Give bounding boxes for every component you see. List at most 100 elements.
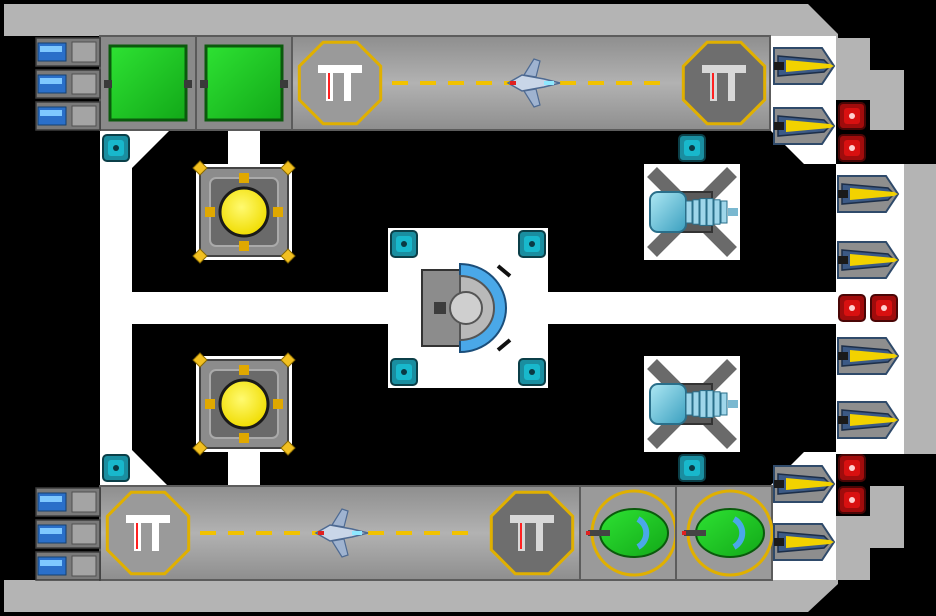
yellow-turret-icon [837,401,900,439]
node-dot [401,241,407,247]
reactor-clamp [239,173,249,183]
green-fighter-icon[interactable] [579,485,678,581]
pad-octagon [105,490,191,576]
command-dome-icon[interactable] [421,262,512,354]
engine-thruster-icon [35,551,101,581]
cannon-coil [720,392,728,416]
pad-pi-icon[interactable] [105,490,191,576]
turret-mount [838,256,848,264]
engine-housing [71,555,97,577]
fighter-gun [684,530,706,536]
pad-octagon [297,40,383,126]
engine-glow [40,496,62,502]
command-hatch [449,291,483,325]
green-fighter-icon[interactable] [675,485,774,581]
shuttle-icon[interactable] [314,508,369,558]
pad-pi-icon[interactable] [489,490,575,576]
stripe-dash [392,81,408,85]
shuttle-cockpit [352,531,362,535]
cargo-hatch [204,44,284,122]
cargo-latch [200,80,208,88]
turret-barrel [850,254,898,266]
shuttle-wing [523,88,541,108]
reactor-clamp [239,433,249,443]
turret-barrel [850,350,898,362]
stripe-dash [424,531,440,535]
engine-housing [71,491,97,513]
cannon-coil [706,390,714,418]
pad-glyph-leg [536,521,543,551]
yellow-turret-icon [773,465,836,503]
cannon-breech [649,383,687,425]
fighter-muzzle [682,531,686,535]
bottom-hangar[interactable] [99,485,774,581]
green-cargo-icon[interactable] [99,35,197,131]
shuttle-light [318,531,324,535]
turret-mount [838,352,848,360]
turret-barrel [786,60,834,72]
link-top [228,130,260,170]
stripe-dash [644,81,660,85]
reactor-clamp [205,207,215,217]
cyan-node-icon [390,230,418,258]
stripe-dash [200,531,216,535]
alert-dot [881,305,887,311]
stripe-dash [616,81,632,85]
cannon-coil [692,199,700,225]
shuttle-cockpit [544,81,554,85]
pad-glyph-top [318,65,362,73]
cyan-node-icon [678,134,706,162]
link-bottom [228,448,260,488]
engine-housing [71,105,97,127]
reactor-clamp [273,207,283,217]
shuttle-wing [331,508,349,528]
stripe-dash [368,531,384,535]
pad-pi-icon[interactable] [681,40,767,126]
engine-glow [40,78,62,84]
engine-housing [71,41,97,63]
shuttle-icon[interactable] [506,58,561,108]
alert-dot [849,465,855,471]
reactor-corner [280,440,296,456]
pad-pi-icon[interactable] [297,40,383,126]
reactor-core-icon [192,160,296,264]
cannon-barrel [728,208,738,216]
shuttle-hull [314,524,369,542]
red-node-icon [838,102,866,130]
yellow-turret-icon [837,337,900,375]
engine-thruster-icon [35,37,101,67]
node-dot [689,145,695,151]
red-node-icon [838,486,866,514]
engine-glow [40,560,62,566]
cannon-breech [649,191,687,233]
stripe-dash [588,81,604,85]
node-dot [529,369,535,375]
engine-glow [40,110,62,116]
engine-housing [71,73,97,95]
reactor-clamp [205,399,215,409]
cyan-node-icon [102,454,130,482]
cannons [647,167,738,449]
command-vent [434,302,446,314]
green-cargo-icon[interactable] [195,35,293,131]
reactor-corner [192,352,208,368]
node-dot [689,465,695,471]
cargo-latch [280,80,288,88]
cargo-latch [104,80,112,88]
fighter-gun [588,530,610,536]
cyan-node-icon [390,358,418,386]
node-dot [401,369,407,375]
red-node-icon [838,134,866,162]
cannon-coil [713,391,721,417]
engine-thruster-icon [35,69,101,99]
fighter-hull [599,508,669,558]
cyan-node-icon [678,454,706,482]
command-dome[interactable] [421,262,512,354]
pad-glyph-mark [520,523,522,549]
pad-glyph-mark [136,523,138,549]
cyan-node-icon [518,230,546,258]
top-hangar[interactable] [99,35,771,131]
engine-glow [40,46,62,52]
turret-mount [774,62,784,70]
